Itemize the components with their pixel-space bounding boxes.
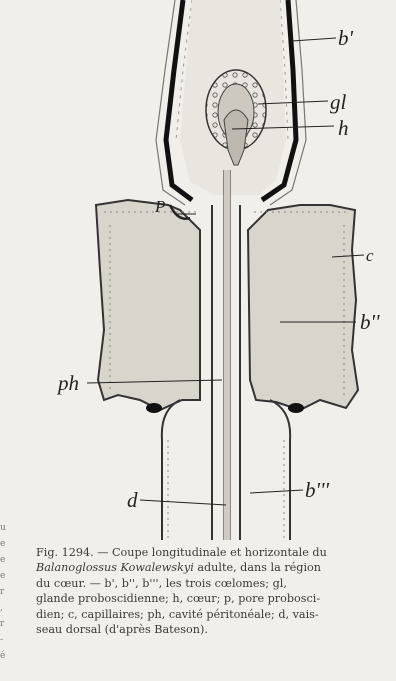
margin-fragment: , bbox=[0, 600, 10, 616]
margin-fragment: u bbox=[0, 520, 10, 536]
caption-line: du cœur. — b', b'', b''', les trois cœlo… bbox=[36, 576, 396, 591]
caption-line: glande proboscidienne; h, cœur; p, pore … bbox=[36, 591, 396, 606]
caption-line: Fig. 1294. — Coupe longitudinale et hori… bbox=[36, 545, 396, 560]
margin-fragment: r bbox=[0, 616, 10, 632]
label-b-prime: b' bbox=[338, 28, 353, 49]
margin-fragment: e bbox=[0, 568, 10, 584]
dorsal-vessel bbox=[212, 170, 240, 540]
label-ph: ph bbox=[58, 373, 79, 394]
margin-fragment: e bbox=[0, 536, 10, 552]
margin-fragment: é bbox=[0, 648, 10, 664]
margin-fragment: - bbox=[0, 632, 10, 648]
anatomical-figure bbox=[0, 0, 396, 540]
margin-fragment: r bbox=[0, 584, 10, 600]
label-gl: gl bbox=[330, 92, 346, 113]
caption-line: dien; c, capillaires; ph, cavité périton… bbox=[36, 607, 396, 622]
margin-text-fragments: u e e e r , r - é bbox=[0, 520, 10, 664]
label-c: c bbox=[366, 247, 374, 264]
label-d: d bbox=[127, 490, 138, 511]
caption-text: adulte, dans la région bbox=[194, 561, 321, 574]
label-p: P bbox=[155, 198, 165, 215]
caption-line: seau dorsal (d'après Bateson). bbox=[36, 622, 396, 637]
figure-caption: Fig. 1294. — Coupe longitudinale et hori… bbox=[36, 545, 396, 637]
caption-line: Balanoglossus Kowalewskyi adulte, dans l… bbox=[36, 560, 396, 575]
margin-fragment: e bbox=[0, 552, 10, 568]
label-b-double-prime: b'' bbox=[360, 312, 379, 333]
species-name: Balanoglossus Kowalewskyi bbox=[36, 561, 194, 574]
label-h: h bbox=[338, 118, 349, 139]
label-b-triple-prime: b''' bbox=[305, 480, 329, 501]
